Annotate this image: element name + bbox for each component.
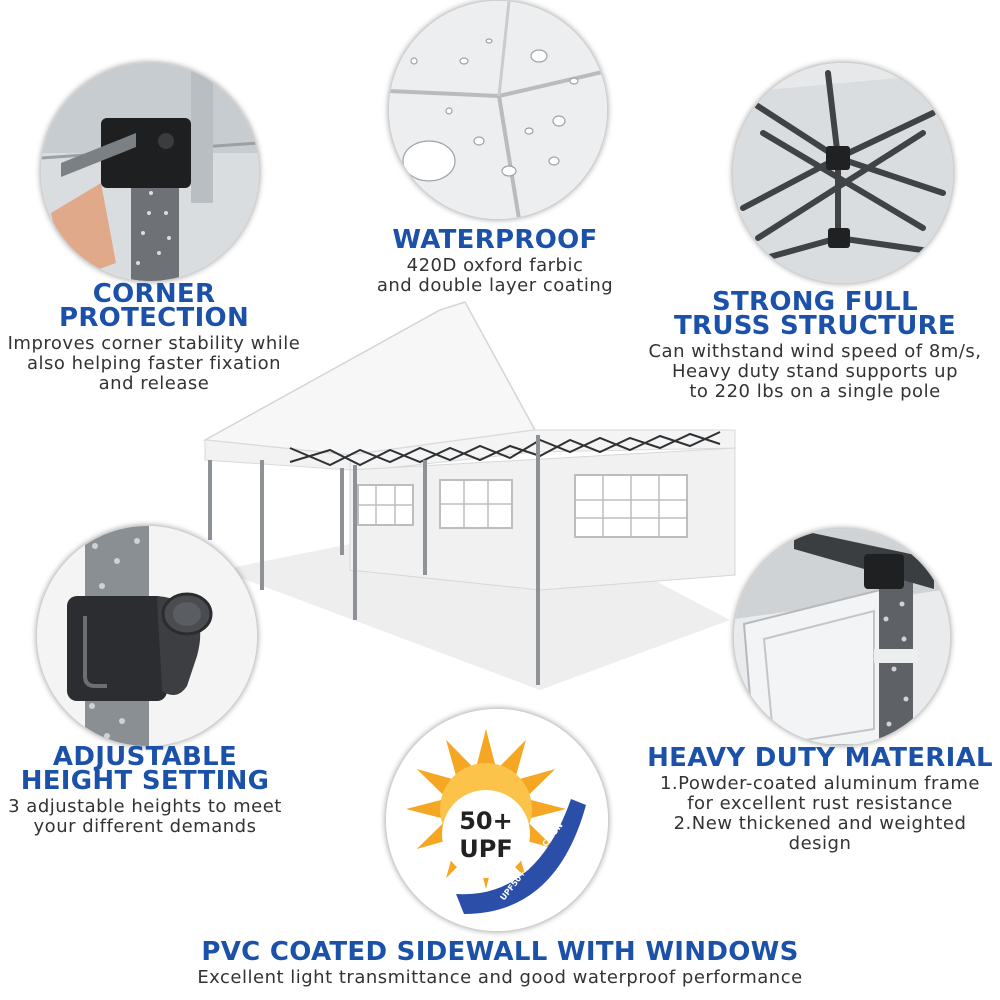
- adjustable-height-title-line: HEIGHT SETTING: [20, 766, 270, 796]
- sun-upf-icon: 50+ UPF UPF50+ PROTECTION: [386, 709, 608, 931]
- height-lock-button-illustration: [37, 526, 257, 746]
- corner-protection-line: Improves corner stability while: [7, 333, 301, 354]
- truss-structure-title-line: TRUSS STRUCTURE: [673, 311, 956, 341]
- waterproof-feature: WATERPROOF 420D oxford farbic and double…: [340, 225, 650, 296]
- heavy-duty-material-title: HEAVY DUTY MATERIAL: [647, 743, 993, 773]
- upf-value-text: 50+: [459, 807, 513, 835]
- sidewall-line: Excellent light transmittance and good w…: [197, 967, 803, 988]
- sidewall-title: PVC COATED SIDEWALL WITH WINDOWS: [201, 937, 799, 967]
- waterproof-title: WATERPROOF: [392, 225, 598, 255]
- corner-protection-line: also helping faster fixation: [26, 353, 282, 374]
- upf-unit-text: UPF: [459, 835, 512, 863]
- heavy-duty-material-image: [733, 528, 951, 746]
- heavy-duty-material-line: design: [788, 833, 852, 854]
- heavy-duty-material-description: 1.Powder-coated aluminum frame for excel…: [640, 774, 1000, 854]
- water-droplets-illustration: [389, 1, 607, 219]
- pop-up-canopy-tent-image: [202, 301, 736, 690]
- waterproof-description: 420D oxford farbic and double layer coat…: [340, 256, 650, 296]
- truss-structure-line: Can withstand wind speed of 8m/s,: [648, 341, 982, 362]
- heavy-duty-material-feature: HEAVY DUTY MATERIAL 1.Powder-coated alum…: [640, 743, 1000, 854]
- waterproof-line: and double layer coating: [376, 275, 614, 296]
- corner-protection-line: and release: [98, 373, 210, 394]
- heavy-duty-material-line: 1.Powder-coated aluminum frame: [659, 773, 980, 794]
- corner-protection-description: Improves corner stability while also hel…: [0, 334, 308, 394]
- sidewall-feature: PVC COATED SIDEWALL WITH WINDOWS Excelle…: [100, 937, 900, 988]
- waterproof-line: 420D oxford farbic: [406, 255, 584, 276]
- corner-protection-title: CORNER PROTECTION: [58, 279, 250, 333]
- adjustable-height-line: your different demands: [33, 816, 257, 837]
- corner-bracket-illustration: [41, 63, 259, 281]
- truss-structure-title-line: STRONG FULL: [711, 287, 919, 317]
- truss-frame-illustration: [733, 63, 953, 283]
- truss-structure-title: STRONG FULL TRUSS STRUCTURE: [630, 287, 1000, 341]
- truss-structure-line: Heavy duty stand supports up: [672, 361, 958, 382]
- adjustable-height-feature: ADJUSTABLE HEIGHT SETTING 3 adjustable h…: [0, 742, 290, 837]
- truss-structure-description: Can withstand wind speed of 8m/s, Heavy …: [630, 342, 1000, 402]
- frame-joint-illustration: [734, 529, 950, 745]
- adjustable-height-image: [36, 525, 258, 747]
- adjustable-height-title-line: ADJUSTABLE: [52, 742, 238, 772]
- corner-protection-feature: CORNER PROTECTION Improves corner stabil…: [0, 279, 308, 394]
- adjustable-height-description: 3 adjustable heights to meet your differ…: [0, 797, 290, 837]
- heavy-duty-material-line: 2.New thickened and weighted: [673, 813, 967, 834]
- heavy-duty-material-line: for excellent rust resistance: [687, 793, 953, 814]
- truss-structure-feature: STRONG FULL TRUSS STRUCTURE Can withstan…: [630, 287, 1000, 402]
- sidewall-description: Excellent light transmittance and good w…: [100, 968, 900, 988]
- upf-protection-badge: 50+ UPF UPF50+ PROTECTION: [385, 708, 609, 932]
- waterproof-image: [388, 0, 608, 220]
- corner-protection-image: [40, 62, 260, 282]
- truss-structure-line: to 220 lbs on a single pole: [689, 381, 941, 402]
- adjustable-height-title: ADJUSTABLE HEIGHT SETTING: [0, 742, 290, 796]
- adjustable-height-line: 3 adjustable heights to meet: [8, 796, 282, 817]
- truss-structure-image: [732, 62, 954, 284]
